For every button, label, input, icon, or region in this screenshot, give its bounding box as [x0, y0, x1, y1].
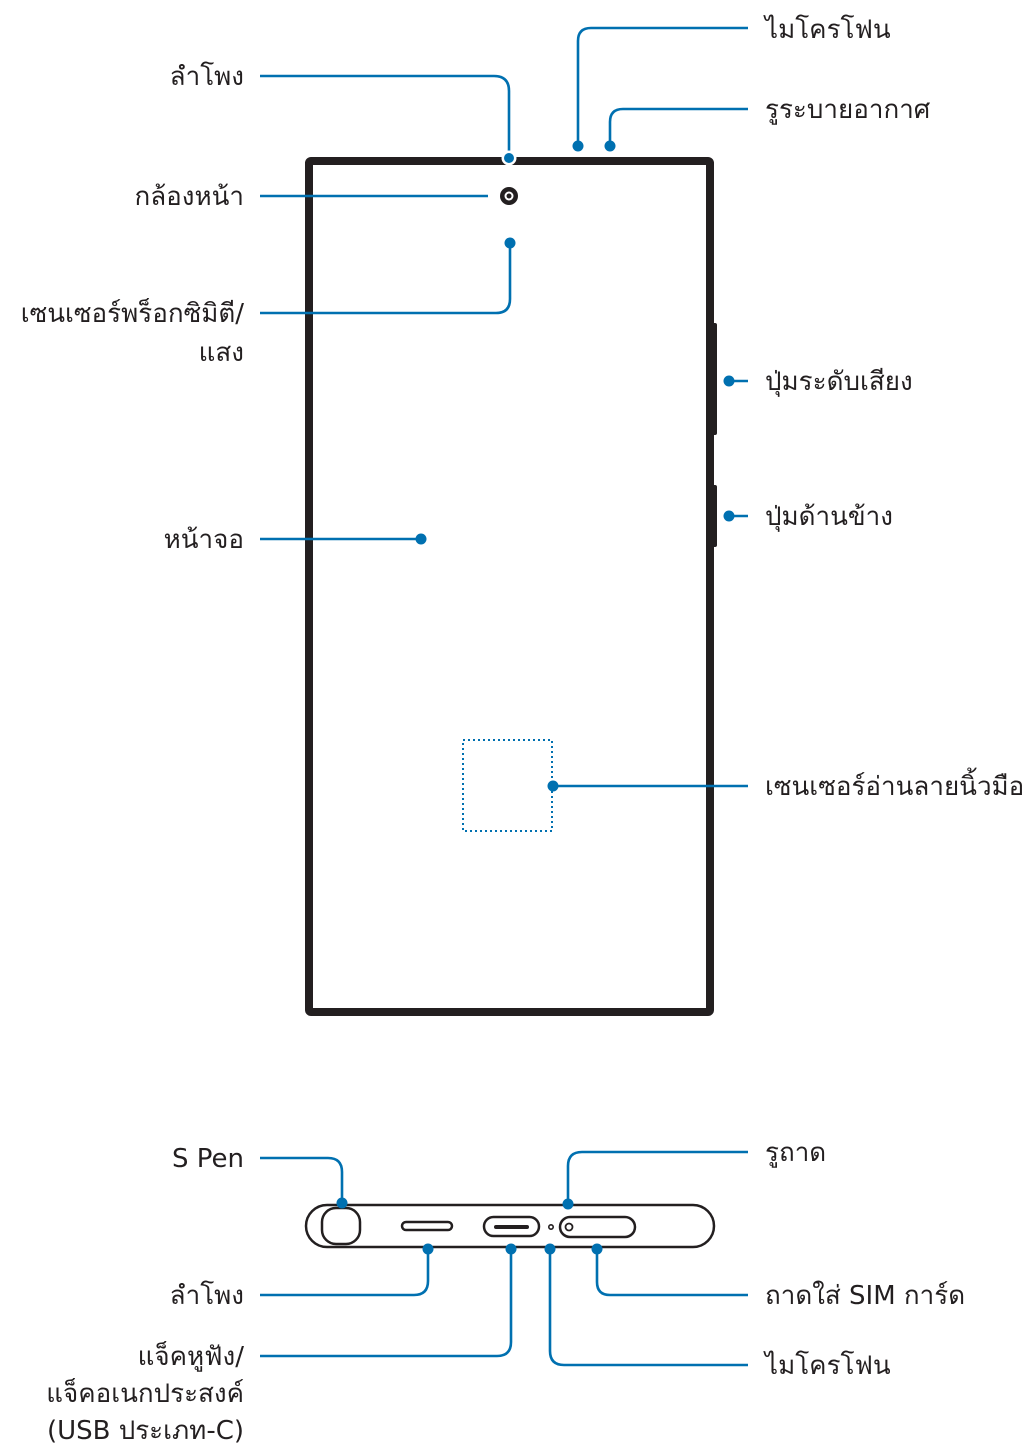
s-pen-dot [336, 1197, 348, 1209]
air-vent-leader-line [608, 107, 748, 146]
microphone-hole [547, 1224, 554, 1231]
microphone-dot [572, 140, 584, 152]
side-key [711, 485, 717, 547]
label-s-pen: S Pen [172, 1144, 244, 1174]
s-pen-slot [320, 1206, 362, 1246]
label-jack-line1: แจ็คหูฟัง/ [138, 1340, 245, 1372]
sim-tray [558, 1215, 637, 1239]
jack-leader-line [260, 1250, 513, 1358]
front-view: ไมโครโฟน รูระบายอากาศ ลำโพง กล้องหน้า เซ… [21, 14, 1024, 1016]
front-camera-icon [500, 187, 518, 205]
tray-hole-dot [562, 1198, 574, 1210]
air-vent-dot [604, 140, 616, 152]
usb-c-port [482, 1215, 541, 1238]
label-volume-key: ปุ่มระดับเสียง [765, 367, 913, 397]
bottom-edge-outline [304, 1203, 716, 1249]
label-tray-hole: รูถาด [765, 1138, 826, 1168]
bottom-speaker-leader-line [260, 1250, 430, 1297]
speaker-dot [504, 153, 514, 163]
label-sim-tray: ถาดใส่ SIM การ์ด [765, 1281, 965, 1311]
proximity-sensor-dot [504, 237, 516, 249]
label-microphone-bottom: ไมโครโฟน [763, 1350, 891, 1381]
label-microphone-top: ไมโครโฟน [763, 14, 891, 45]
tray-hole-leader-line [566, 1150, 748, 1203]
speaker-leader-line [260, 74, 511, 157]
label-touchscreen: หน้าจอ [164, 525, 244, 555]
label-jack-line2: แจ็คอเนกประสงค์ [46, 1377, 244, 1409]
microphone-leader-line [576, 26, 748, 146]
label-proximity-sensor-line2: แสง [199, 338, 244, 368]
label-air-vent: รูระบายอากาศ [765, 95, 931, 125]
label-speaker-bottom: ลำโพง [170, 1280, 244, 1311]
volume-key [711, 323, 717, 435]
bottom-view: S Pen รูถาด ลำโพง ถาดใส่ SIM การ์ด แจ็คห… [46, 1138, 965, 1445]
s-pen-leader-line [260, 1156, 344, 1202]
volume-key-dot [723, 375, 735, 387]
label-side-key: ปุ่มด้านข้าง [765, 502, 893, 532]
fingerprint-sensor-area [462, 739, 553, 832]
side-key-dot [723, 510, 735, 522]
label-front-camera: กล้องหน้า [135, 182, 245, 212]
sim-tray-leader-line [595, 1250, 748, 1297]
touchscreen-dot [415, 533, 427, 545]
bottom-microphone-leader-line [548, 1250, 748, 1367]
sim-tray-dot [591, 1243, 603, 1255]
fingerprint-dot [547, 780, 559, 792]
bottom-speaker-dot [422, 1243, 434, 1255]
label-proximity-sensor-line1: เซนเซอร์พร็อกซิมิตี/ [21, 297, 245, 329]
speaker-grille [400, 1220, 454, 1232]
label-jack-line3: (USB ประเภท-C) [47, 1416, 244, 1445]
label-fingerprint-sensor: เซนเซอร์อ่านลายนิ้วมือ [765, 767, 1024, 802]
label-speaker-top: ลำโพง [170, 61, 244, 92]
proximity-sensor-leader-line [260, 244, 512, 315]
bottom-microphone-dot [544, 1243, 556, 1255]
jack-dot [505, 1243, 517, 1255]
